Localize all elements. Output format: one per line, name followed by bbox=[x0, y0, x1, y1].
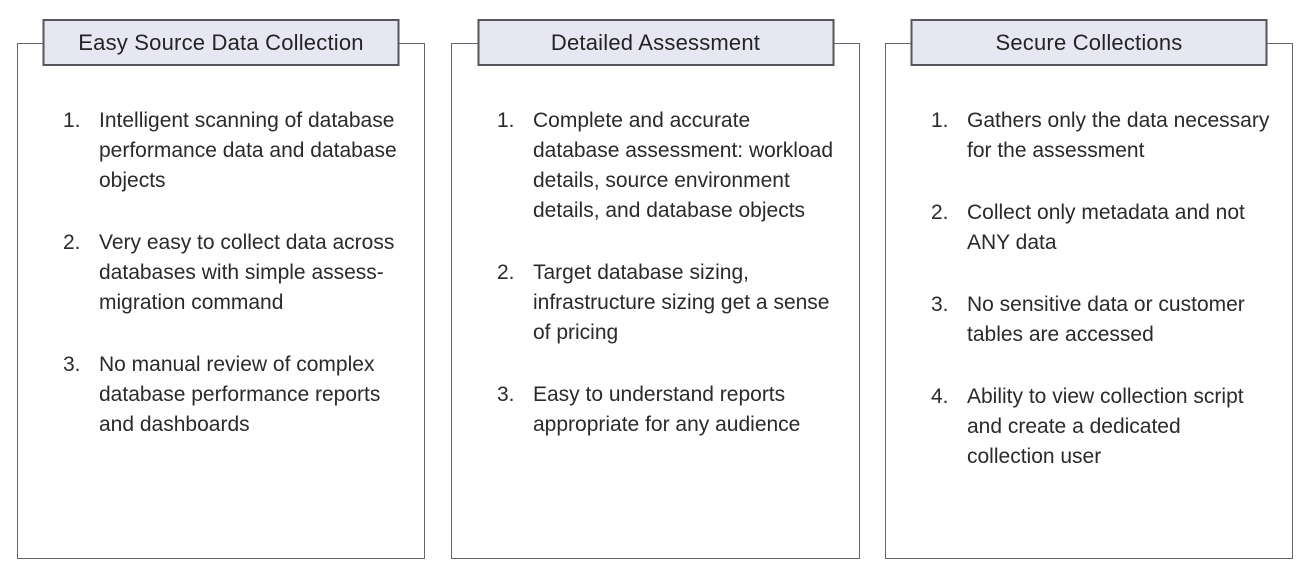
numbered-list: 1. Intelligent scanning of database perfo… bbox=[18, 44, 424, 440]
list-item-number: 3. bbox=[931, 293, 949, 316]
list-item-number: 2. bbox=[497, 261, 515, 284]
panel-title-box: Easy Source Data Collection bbox=[42, 19, 400, 66]
list-item: 3. Easy to understand reports appropriate… bbox=[497, 380, 841, 440]
list-item-number: 3. bbox=[63, 353, 81, 376]
list-item-number: 1. bbox=[497, 109, 515, 132]
list-item-number: 2. bbox=[63, 231, 81, 254]
list-item: 4. Ability to view collection script and … bbox=[931, 382, 1274, 472]
list-item-number: 3. bbox=[497, 383, 515, 406]
list-item: 3. No manual review of complex database p… bbox=[63, 350, 406, 440]
list-item-text: Ability to view collection script and cr… bbox=[967, 385, 1244, 468]
panel-title: Secure Collections bbox=[995, 29, 1183, 55]
list-item: 2. Target database sizing, infrastructure… bbox=[497, 258, 841, 348]
panel-title-box: Secure Collections bbox=[910, 19, 1268, 66]
list-item-number: 1. bbox=[931, 109, 949, 132]
numbered-list: 1. Gathers only the data necessary for th… bbox=[886, 44, 1292, 472]
panel-detailed-assessment: Detailed Assessment 1. Complete and accur… bbox=[451, 19, 860, 559]
list-item-number: 2. bbox=[931, 201, 949, 224]
list-item: 2. Very easy to collect data across datab… bbox=[63, 228, 406, 318]
list-item: 1. Gathers only the data necessary for th… bbox=[931, 106, 1274, 166]
list-item-text: Very easy to collect data across databas… bbox=[99, 231, 395, 314]
list-item: 1. Complete and accurate database assessm… bbox=[497, 106, 841, 226]
panel-secure-collections: Secure Collections 1. Gathers only the da… bbox=[885, 19, 1293, 559]
list-item-text: Easy to understand reports appropriate f… bbox=[533, 383, 801, 436]
list-item-text: Complete and accurate database assessmen… bbox=[533, 109, 833, 222]
panel-title-box: Detailed Assessment bbox=[477, 19, 834, 66]
list-item: 3. No sensitive data or customer tables a… bbox=[931, 290, 1274, 350]
panel-title: Easy Source Data Collection bbox=[78, 29, 364, 55]
list-item: 2. Collect only metadata and not ANY data bbox=[931, 198, 1274, 258]
panel-title: Detailed Assessment bbox=[550, 29, 761, 55]
list-item-text: Intelligent scanning of database perform… bbox=[99, 109, 397, 192]
panel-easy-source-data-collection: Easy Source Data Collection 1. Intelligen… bbox=[17, 19, 425, 559]
numbered-list: 1. Complete and accurate database assessm… bbox=[452, 44, 859, 440]
list-item-number: 4. bbox=[931, 385, 949, 408]
list-item-text: Target database sizing, infrastructure s… bbox=[533, 261, 830, 344]
list-item: 1. Intelligent scanning of database perfo… bbox=[63, 106, 406, 196]
list-item-text: Collect only metadata and not ANY data bbox=[967, 201, 1245, 254]
list-item-number: 1. bbox=[63, 109, 81, 132]
list-item-text: No manual review of complex database per… bbox=[99, 353, 381, 436]
list-item-text: No sensitive data or customer tables are… bbox=[967, 293, 1245, 346]
list-item-text: Gathers only the data necessary for the … bbox=[967, 109, 1270, 162]
